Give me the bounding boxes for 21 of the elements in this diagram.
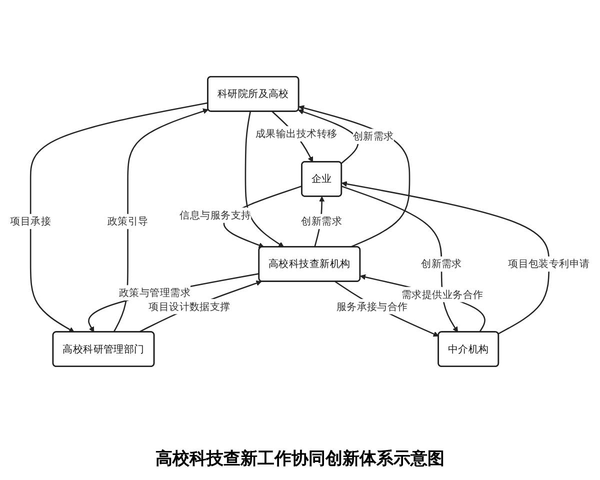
edge-label: 创新需求	[421, 258, 462, 270]
arrow	[113, 108, 209, 332]
arrow	[88, 273, 260, 332]
edge-label: 服务承接与合作	[336, 300, 408, 312]
edge-label: 需求提供业务合作	[401, 288, 484, 300]
arrow	[334, 281, 439, 337]
diagram-title: 高校科技查新工作协同创新体系示意图	[156, 448, 444, 471]
arrow	[244, 111, 284, 248]
arrow	[298, 109, 359, 164]
edge-label: 项目包装专利申请	[508, 258, 590, 270]
edge-label: 信息与服务支持	[180, 208, 252, 222]
arrow	[360, 274, 486, 332]
edge-label: 项目承接	[10, 215, 52, 228]
arrow	[30, 102, 208, 332]
edge-label: 成果输出技术转移	[255, 127, 338, 140]
edge-label: 政策与管理需求	[118, 286, 190, 299]
edge-label: 项目设计数据支撑	[148, 300, 230, 312]
edge-label: 政策引导	[107, 215, 148, 228]
edge-label: 创新需求	[352, 130, 394, 142]
arrow	[138, 280, 262, 333]
edge-label: 创新需求	[301, 215, 342, 228]
